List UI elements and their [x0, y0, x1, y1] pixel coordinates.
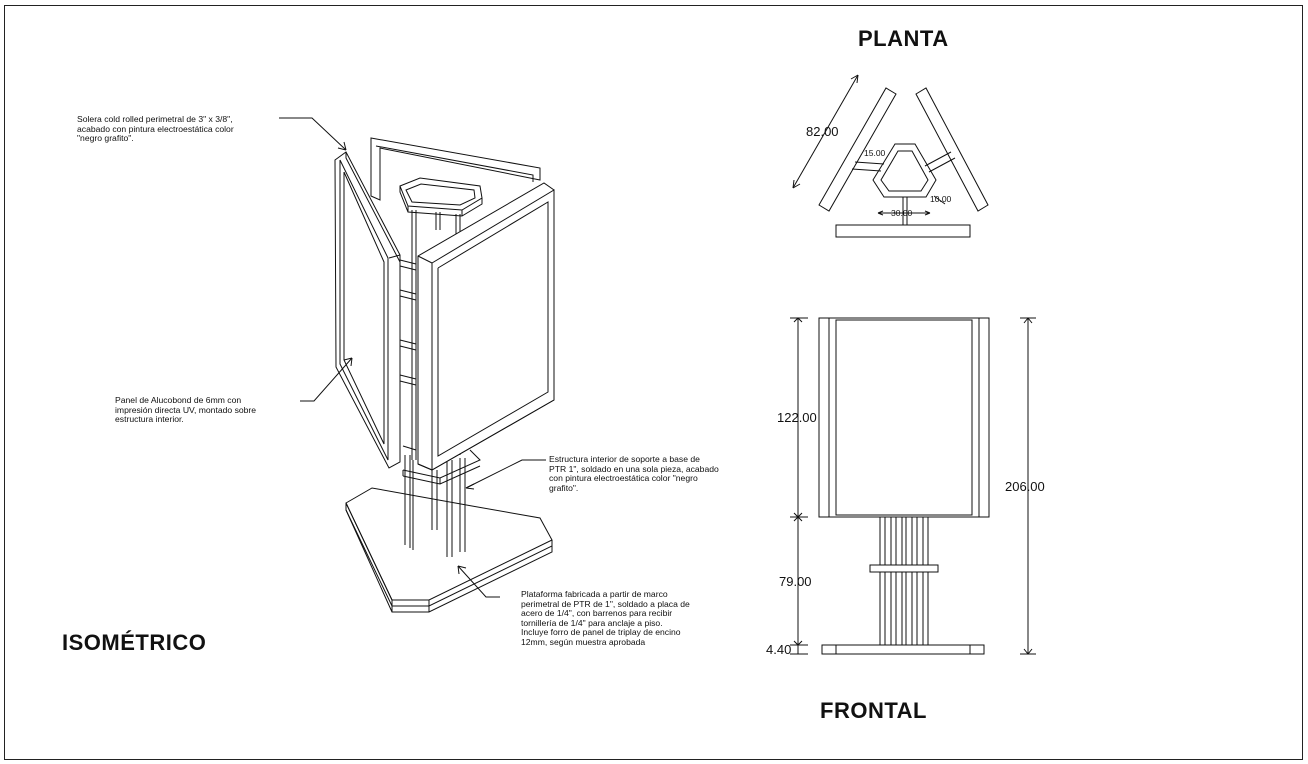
- plan-view-title: PLANTA: [858, 26, 949, 51]
- isometric-drawing: [279, 118, 554, 612]
- note-solera-line: "negro grafito".: [77, 133, 134, 144]
- note-plataforma-line: acero de 1/4", con barrenos para recibir: [521, 608, 673, 619]
- note-plataforma-line: tornillería de 1/4" para anclaje a piso.: [521, 617, 663, 628]
- note-plataforma-line: Incluye forro de panel de triplay de enc…: [521, 627, 681, 638]
- iso-right-panel: [418, 183, 554, 470]
- note-plataforma-line: perimetral de PTR de 1", soldado a placa…: [521, 598, 690, 609]
- note-estructura-line: Estructura interior de soporte a base de: [549, 454, 700, 464]
- note-solera-line: acabado con pintura electroestática colo…: [77, 123, 234, 134]
- iso-left-panel: [335, 152, 400, 468]
- note-solera: Solera cold rolled perimetral de 3" x 3/…: [77, 114, 234, 144]
- note-panel-line: impresión directa UV, montado sobre: [115, 404, 257, 415]
- front-dim-post-height: 79.00: [779, 574, 812, 589]
- iso-support-posts: [403, 450, 480, 557]
- front-dim-panel-height: 122.00: [777, 410, 817, 425]
- iso-base-platform: [346, 488, 552, 612]
- note-panel-line: estructura interior.: [115, 414, 184, 425]
- iso-back-panel: [371, 138, 540, 200]
- front-view-title: FRONTAL: [820, 698, 927, 723]
- front-dim-total-height: 206.00: [1005, 479, 1045, 494]
- iso-leader-lines: [279, 118, 546, 597]
- front-drawing: [790, 318, 1036, 654]
- plan-dim-side: 82.00: [806, 124, 839, 139]
- isometric-view-title: ISOMÉTRICO: [62, 630, 207, 655]
- plan-dim-hex-side: 15.00: [864, 148, 886, 158]
- plan-dim-hex-width: 30.00: [891, 208, 913, 218]
- note-estructura-line: PTR 1", soldado en una sola pieza, acaba…: [549, 463, 719, 474]
- plan-dim-gap: 10.00: [930, 194, 952, 204]
- front-dim-base-height: 4.40: [766, 642, 792, 657]
- note-plataforma-line: 12mm, según muestra aprobada: [521, 636, 646, 647]
- note-panel: Panel de Alucobond de 6mm con impresión …: [115, 395, 257, 425]
- sheet-border: [4, 5, 1303, 760]
- note-solera-line: Solera cold rolled perimetral de 3" x 3/…: [77, 114, 233, 124]
- note-estructura-line: con pintura electroestática color "negro: [549, 473, 698, 484]
- note-plataforma-line: Plataforma fabricada a partir de marco: [521, 589, 668, 599]
- note-estructura: Estructura interior de soporte a base de…: [549, 454, 719, 493]
- note-estructura-line: grafito".: [549, 482, 579, 493]
- note-plataforma: Plataforma fabricada a partir de marco p…: [521, 589, 690, 648]
- note-panel-line: Panel de Alucobond de 6mm con: [115, 395, 242, 405]
- plan-drawing: [793, 75, 988, 237]
